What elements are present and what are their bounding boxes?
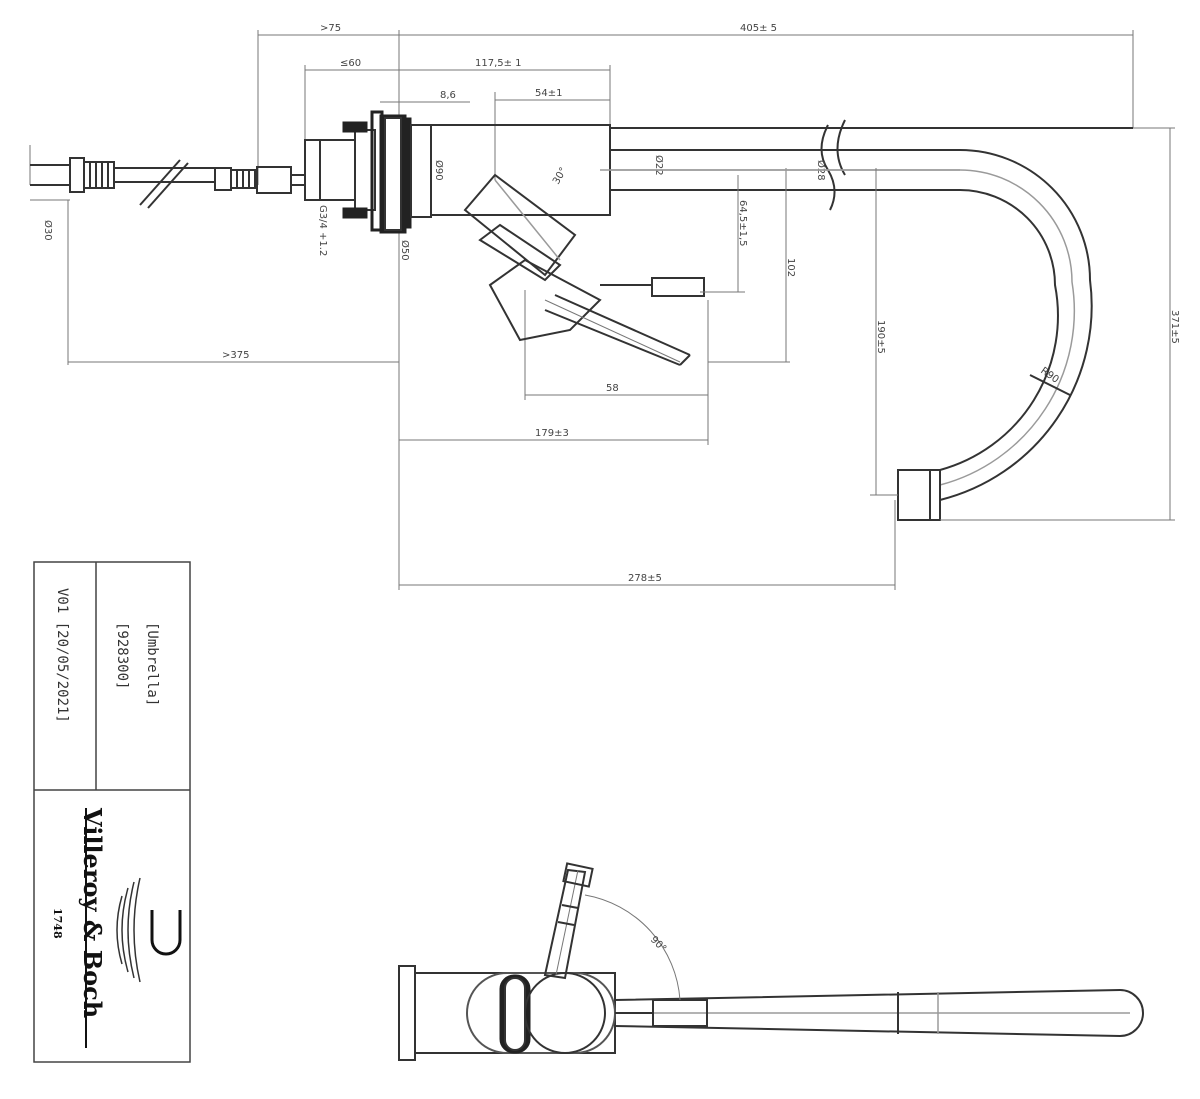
lever-handle: 30° [463, 166, 705, 366]
dim-label: 405± 5 [740, 23, 777, 34]
dim-lever-offset: 58 [525, 383, 708, 396]
dim-label: ≤60 [340, 58, 361, 69]
dim-top-left: >75 [258, 23, 399, 36]
dim-top-overall: 405± 5 [399, 23, 1133, 36]
dim-lever-height: 102 [708, 168, 796, 363]
mounting-shank: G3/4 +1.2 Ø50 Ø90 [304, 110, 445, 261]
dim-lever-reach: 179±3 [399, 428, 708, 441]
brand-name: Villeroy & Boch [78, 807, 107, 1018]
dim-label: 64,5±1,5 [737, 200, 748, 247]
dim-label: Ø30 [42, 220, 54, 241]
product-name: [Umbrella] [144, 622, 160, 706]
dim-hole-dia: Ø50 [399, 240, 411, 261]
dim-head-height: 64,5±1,5 [700, 175, 748, 293]
dim-pipe-dia: Ø22 [653, 155, 665, 176]
dim-label: 8,6 [440, 90, 456, 101]
dim-label: 54±1 [535, 88, 562, 99]
dim-angle-small: 30° [551, 166, 569, 187]
brand-year: 1748 [51, 908, 64, 939]
dim-body-length: 117,5± 1 [399, 58, 610, 71]
dim-label: 278±5 [628, 573, 662, 584]
spout: R90 [600, 149, 1093, 521]
dim-label: 102 [785, 258, 796, 277]
dim-label: 371±5 [1169, 310, 1180, 344]
dim-body-width: ≤60 [305, 58, 399, 71]
dim-spout-reach: 278±5 [399, 573, 895, 586]
title-block: [Umbrella] [928300] V01 [20/05/2021] Vil… [33, 561, 191, 1063]
dim-nut: 8,6 [380, 90, 470, 103]
dim-hose-dia: Ø30 [30, 199, 70, 241]
lever-top [543, 862, 594, 980]
dim-flange-dia: Ø90 [433, 160, 445, 181]
dim-label: 190±5 [875, 320, 886, 354]
swivel-angle-arc: 90° [584, 894, 681, 1001]
dim-label: >75 [320, 23, 341, 34]
product-code: [928300] [114, 622, 130, 689]
dim-label: 117,5± 1 [475, 58, 522, 69]
top-view: 90° [398, 862, 1144, 1061]
version-date: V01 [20/05/2021] [54, 588, 70, 723]
dim-spout-ring: Ø28 [815, 119, 846, 211]
dim-spout-radius: R90 [1038, 365, 1060, 385]
supply-hose [29, 145, 305, 209]
dim-spout-height: 190±5 [870, 168, 898, 496]
side-view: >75 405± 5 ≤60 117,5± 1 8,6 54±1 [29, 23, 1180, 590]
brand-emblem-icon [116, 877, 182, 983]
dim-overall-height: 371±5 [940, 127, 1180, 521]
dim-label: >375 [222, 350, 249, 361]
dim-shank-thread: G3/4 +1.2 [317, 205, 328, 256]
dim-handle-width: 54±1 [495, 88, 610, 101]
dim-hose-length: >375 [68, 350, 399, 363]
dim-label: 58 [606, 383, 619, 394]
villeroy-boch-logo: Villeroy & Boch 1748 [51, 807, 182, 1048]
dim-label: 179±3 [535, 428, 569, 439]
